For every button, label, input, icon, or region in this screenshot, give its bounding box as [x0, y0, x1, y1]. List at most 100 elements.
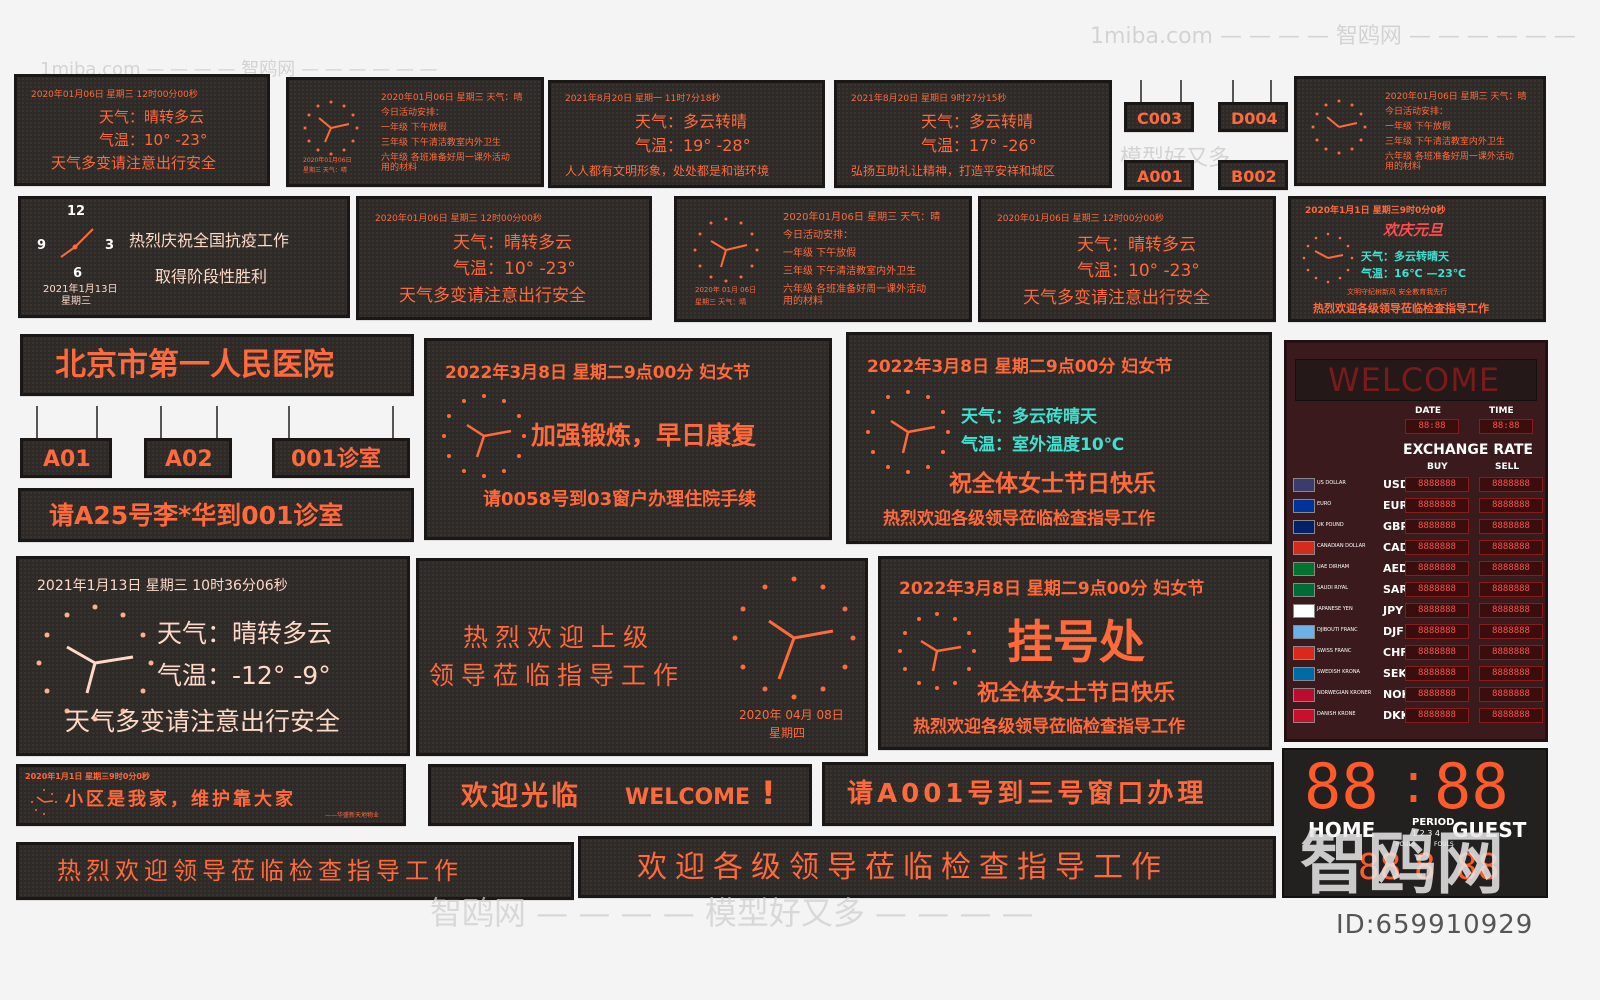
flag-icon [1293, 583, 1315, 597]
buy-rate-display: 8888888 [1405, 519, 1469, 534]
buy-rate-display: 8888888 [1405, 498, 1469, 513]
weather-text: 天气：多云转晴 [635, 112, 748, 131]
currency-code: NOK [1383, 688, 1411, 701]
hanger [1140, 80, 1142, 102]
notice-text: 天气多变请注意出行安全 [65, 707, 341, 736]
exchange-rate-title: EXCHANGE RATE [1403, 442, 1533, 458]
currency-name: SWISS FRANC [1317, 648, 1352, 654]
panel-date: 2020年 01月 06日 [695, 286, 757, 294]
schedule-line: 今日活动安排： [381, 108, 445, 118]
hospital-name: 北京市第一人民医院 [55, 347, 334, 383]
guest-fouls-digits: 88 [1456, 847, 1500, 888]
flag-icon [1293, 520, 1315, 534]
currency-name: UK POUND [1317, 522, 1344, 528]
flag-icon [1293, 499, 1315, 513]
notice-text: 天气多变请注意出行安全 [399, 286, 586, 306]
room-tag-label: D004 [1231, 109, 1278, 128]
currency-name: NORWEGIAN KRONER [1317, 690, 1372, 696]
sell-label: SELL [1495, 462, 1520, 472]
scoreboard: 88 : 88 HOME PERIOD 1 2 3 4 GUEST FOULS … [1282, 748, 1548, 898]
sell-rate-display: 8888888 [1479, 582, 1543, 597]
room-sign-a02: A02 [144, 438, 232, 478]
room-tag-label: B002 [1231, 167, 1277, 186]
sell-rate-display: 8888888 [1479, 645, 1543, 660]
date-label: DATE [1415, 406, 1442, 416]
clock-icon [442, 394, 526, 478]
hanger [36, 406, 38, 438]
period-digit: 8 [1414, 847, 1436, 888]
temperature-text: 气温：室外温度10℃ [961, 435, 1125, 455]
welcome-leaders-text: 欢迎各级领导莅临检查指导工作 [637, 850, 1169, 885]
temperature-text: 气温：-12° -9° [157, 661, 331, 690]
schedule-line: 2020年01月06日 星期三 天气：晴 [381, 93, 523, 103]
greeting-text: 祝全体女士节日快乐 [977, 681, 1176, 706]
sell-rate-display: 8888888 [1479, 561, 1543, 576]
led-panel-hospital-notice: 2022年3月8日 星期二9点00分 妇女节 加强锻炼，早日康复 请0058号到… [424, 338, 832, 540]
clock-numeral-6: 6 [73, 266, 83, 281]
temperature-text: 气温：10° -23° [99, 131, 208, 149]
banner-line-2: 取得阶段性胜利 [155, 267, 268, 286]
flag-icon [1293, 562, 1315, 576]
welcome-leaders-strip-1: 热烈欢迎领导莅临检查指导工作 [16, 842, 574, 900]
room-tag-c003: C003 [1124, 102, 1194, 132]
panel-date: 2021年1月13日 [43, 284, 118, 295]
schedule-line: 三年级 下午清洁教室内外卫生 [783, 266, 917, 277]
clock-numeral-12: 12 [67, 204, 86, 219]
fouls-label: FOULS [1434, 841, 1454, 848]
hanger [392, 406, 394, 438]
schedule-line: 一年级 下午放假 [783, 248, 857, 259]
panel-date: 2020年 04月 08日 [739, 708, 844, 722]
currency-name: UAE DIRHAM [1317, 564, 1350, 570]
sell-rate-display: 8888888 [1479, 603, 1543, 618]
welcome-text: 热烈欢迎各级领导莅临检查指导工作 [913, 717, 1185, 737]
currency-code: CHF [1383, 646, 1408, 659]
clock-numeral-3: 3 [105, 238, 115, 253]
weather-text: 天气：晴转多云 [1077, 235, 1196, 255]
clock-icon [898, 612, 976, 690]
image-id: ID:659910929 [1336, 910, 1534, 940]
clock-icon [60, 228, 94, 258]
weather-text: 天气：晴转多云 [453, 233, 572, 253]
schedule-line: 六年级 各班准备好周一课外活动 [783, 284, 927, 295]
hanger [288, 406, 290, 438]
welcome-english: WELCOME [625, 785, 751, 810]
buy-rate-display: 8888888 [1405, 708, 1469, 723]
date-display: 88:88 [1405, 419, 1459, 434]
welcome-chinese: 欢迎光临 [461, 781, 581, 812]
welcome-line-1: 热烈欢迎上级 [463, 623, 656, 652]
schedule-line: 六年级 各班准备好周一课外活动 [1385, 152, 1514, 162]
hanger [96, 406, 98, 438]
led-panel-weather-3: 2021年8月20日 星期日 9时27分15秒 天气：多云转晴 气温：17° -… [834, 80, 1112, 188]
banner-line-1: 热烈庆祝全国抗疫工作 [129, 231, 290, 250]
led-panel-schedule-3: 2020年 01月 06日 星期三 天气：晴 2020年01月06日 星期三 天… [674, 196, 972, 322]
headline-text: 加强锻炼，早日康复 [531, 421, 757, 450]
buy-rate-display: 8888888 [1405, 561, 1469, 576]
welcome-leaders-text: 热烈欢迎领导莅临检查指导工作 [57, 857, 463, 885]
flag-icon [1293, 541, 1315, 555]
buy-rate-display: 8888888 [1405, 687, 1469, 702]
panel-weekday: 星期三 [61, 296, 91, 307]
greeting-text: 祝全体女士节日快乐 [949, 471, 1156, 497]
time-display: 88:88 [1479, 419, 1533, 434]
currency-name: JAPANESE YEN [1317, 606, 1353, 612]
datetime-text: 2022年3月8日 星期二9点00分 妇女节 [867, 357, 1173, 377]
exchange-rate-board: WELCOME DATE TIME 88:88 88:88 EXCHANGE R… [1284, 340, 1548, 742]
currency-code: SAR [1383, 583, 1408, 596]
datetime-text: 2020年01月06日 星期三 12时00分00秒 [997, 214, 1164, 224]
led-panel-new-year: 2020年1月1日 星期三9时0分0秒 欢庆元旦 天气：多云转晴天 气温：16℃… [1288, 196, 1546, 322]
watermark-big: 智鸥网 [1300, 825, 1505, 904]
registration-title: 挂号处 [1007, 615, 1145, 669]
weather-text: 天气：多云砖晴天 [961, 407, 1097, 427]
led-panel-antiepidemic: 12 9 3 6 热烈庆祝全国抗疫工作 取得阶段性胜利 2021年1月13日 星… [18, 196, 350, 318]
clock-icon [1302, 232, 1354, 284]
datetime-text: 2020年1月1日 星期三9时0分0秒 [25, 772, 150, 781]
sell-rate-display: 8888888 [1479, 624, 1543, 639]
queue-call-text: 请A25号李*华到001诊室 [49, 501, 344, 530]
weather-text: 天气：多云转晴 [921, 112, 1034, 131]
sell-rate-display: 8888888 [1479, 666, 1543, 681]
